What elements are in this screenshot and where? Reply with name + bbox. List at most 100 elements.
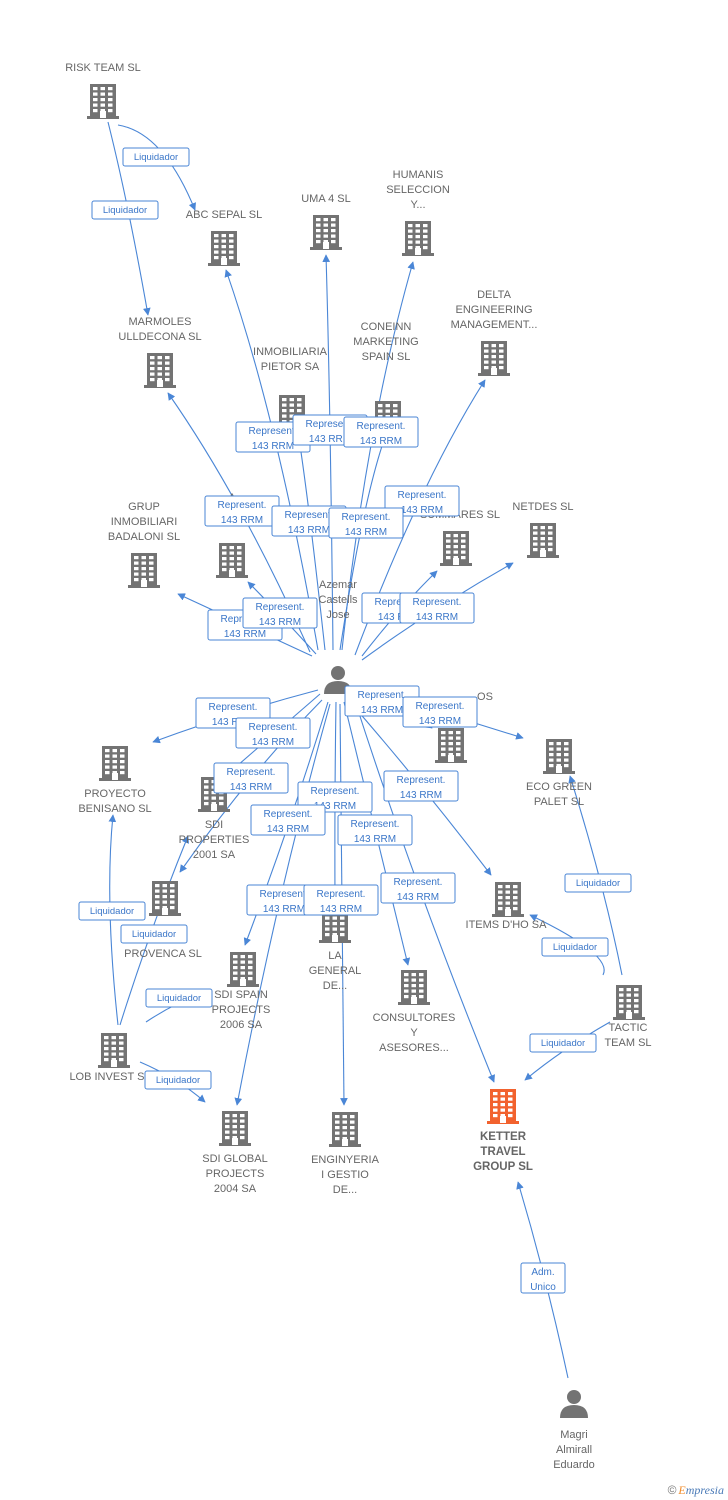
edge-label-text: 143 RRM [419, 716, 461, 727]
building-icon [478, 341, 510, 376]
node-uma[interactable]: UMA 4 SL [301, 193, 351, 250]
edge-label-text: 143 RRM [252, 441, 294, 452]
edge-label-az-sdiprop[interactable]: Represent.143 RRM [235, 717, 311, 749]
edge-label-az-abc[interactable]: Represent.143 RRM [235, 421, 311, 453]
node-label: SPAIN SL [362, 351, 411, 363]
node-abc[interactable]: ABC SEPAL SL [186, 209, 262, 266]
node-humanis[interactable]: HUMANISSELECCIONY... [386, 169, 450, 256]
edge-label-text: Represent. [260, 889, 309, 900]
node-label: NETDES SL [512, 501, 573, 513]
node-label: MARKETING [353, 336, 418, 348]
building-icon [527, 523, 559, 558]
node-label: Y... [410, 199, 425, 211]
node-label: UMA 4 SL [301, 193, 351, 205]
node-label: OS [477, 691, 493, 703]
node-label: SELECCION [386, 184, 450, 196]
node-sumares[interactable]: SUMMARES SL [420, 509, 500, 566]
edge-label-text: 143 RRM [345, 527, 387, 538]
edge-label-text: 143 RRM [314, 801, 356, 812]
node-label: BADALONI SL [108, 531, 180, 543]
node-consultores[interactable]: CONSULTORESYASESORES... [373, 970, 456, 1054]
edge-label-az-os[interactable]: Represent.143 RRM [344, 685, 420, 717]
edge-label-text: Liquidador [156, 1075, 200, 1086]
edge-label-text: Represent. [311, 786, 360, 797]
node-label: INMOBILIARI [111, 516, 178, 528]
node-label: SDI SPAIN [214, 989, 268, 1001]
edge-label-tactic-ketter[interactable]: Liquidador [529, 1033, 597, 1053]
edge-label-magri-ketter[interactable]: Adm.Unico [520, 1262, 566, 1294]
node-lageneral[interactable]: LAGENERALDE... [309, 908, 362, 992]
edge-label-text: Unico [530, 1282, 556, 1293]
node-netdes[interactable]: NETDES SL [512, 501, 574, 558]
edge-label-box [303, 884, 379, 916]
node-label: DELTA [477, 289, 511, 301]
edge-label-box [337, 814, 413, 846]
person-icon [560, 1390, 588, 1418]
node-label: PROJECTS [212, 1004, 271, 1016]
node-label: Azemar [319, 579, 357, 591]
edge-label-text: Represent. [218, 500, 267, 511]
node-label: Eduardo [553, 1459, 595, 1471]
edge-label-az-items[interactable]: Represent.143 RRM [383, 770, 459, 802]
brand-initial: E [678, 1483, 686, 1497]
edge-label-lob-sdispain[interactable]: Liquidador [145, 988, 213, 1008]
edge-label-az-coneinn[interactable]: Represent.143 RRM [328, 507, 404, 539]
node-label: PIETOR SA [261, 361, 320, 373]
building-icon [208, 231, 240, 266]
node-label: ABC SEPAL SL [186, 209, 262, 221]
node-delta[interactable]: DELTAENGINEERINGMANAGEMENT... [451, 289, 538, 376]
building-icon [613, 985, 645, 1020]
edge-label-lob-proyecto[interactable]: Liquidador [78, 901, 146, 921]
node-label: DE... [333, 1184, 357, 1196]
node-lob[interactable]: LOB INVEST SL [69, 1033, 151, 1083]
node-items[interactable]: ITEMS D'HO SA [466, 882, 548, 931]
edge-label-az-ecogreen[interactable]: Represent.143 RRM [402, 696, 478, 728]
edge-label-az-humanis[interactable]: Represent.143 RRM [343, 416, 419, 448]
edge-label-tactic-ecogreen[interactable]: Liquidador [564, 873, 632, 893]
edge-label-az-consultores[interactable]: Represent.143 RRM [337, 814, 413, 846]
edge-label-az-delta[interactable]: Represent.143 RRM [384, 485, 460, 517]
edge-label-az-radio[interactable]: Represent.143 RRM [213, 762, 289, 794]
edge-label-az-ketter[interactable]: Represent.143 RRM [380, 872, 456, 904]
node-label: RISK TEAM SL [65, 62, 141, 74]
node-os[interactable]: OS [435, 691, 493, 763]
edge-label-az-ibanez[interactable]: Represent.143 RRM [242, 597, 318, 629]
edge-label-az-marmoles[interactable]: Represent.143 RRM [204, 495, 280, 527]
node-label: ITEMS D'HO SA [466, 919, 548, 931]
edge-label-risk-abc[interactable]: Liquidador [122, 147, 190, 167]
edge-label-lob-sdiglobal[interactable]: Liquidador [144, 1070, 212, 1090]
edge-label-lob-radio[interactable]: Liquidador [120, 924, 188, 944]
edge-label-risk-marmoles[interactable]: Liquidador [91, 200, 159, 220]
edge-label-text: Liquidador [157, 993, 201, 1004]
node-label: KETTER [480, 1131, 527, 1143]
node-label: Y [410, 1027, 418, 1039]
node-label: ASESORES... [379, 1042, 449, 1054]
edge-label-az-sdispain[interactable]: Represent.143 RRM [250, 804, 326, 836]
edge-label-text: Represent. [209, 702, 258, 713]
node-label: SDI GLOBAL [202, 1153, 267, 1165]
edge-label-tactic-items[interactable]: Liquidador [541, 937, 609, 957]
copyright-symbol: © [667, 1483, 677, 1497]
edge-label-az-pietor[interactable]: Represent.143 RRM [271, 505, 347, 537]
edge-label-az-enginyeria[interactable]: Represent.143 RRM [303, 884, 379, 916]
edge-label-text: 143 RRM [400, 790, 442, 801]
edge-label-az-netdes[interactable]: Represent.143 RRM [399, 592, 475, 624]
edge-label-text: Liquidador [90, 906, 134, 917]
edge-label-box [541, 937, 609, 957]
edge-label-text: 143 RRM [259, 617, 301, 628]
node-risk[interactable]: RISK TEAM SL [65, 62, 141, 119]
node-label: 2004 SA [214, 1183, 257, 1195]
